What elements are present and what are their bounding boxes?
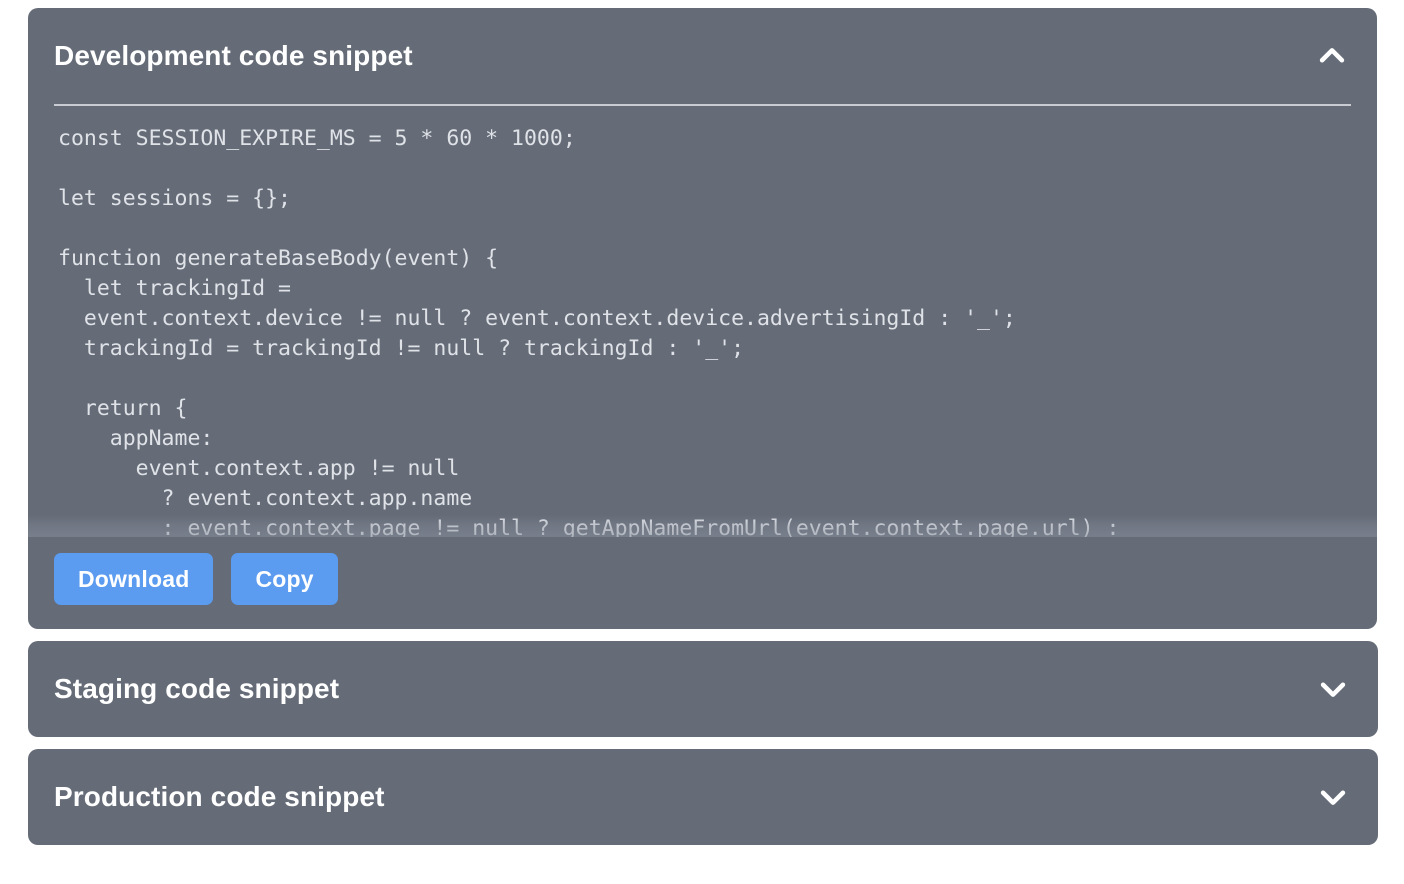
panel-staging: Staging code snippet [28,641,1378,737]
chevron-down-icon[interactable] [1316,780,1350,814]
panel-title-staging: Staging code snippet [54,672,340,704]
panel-divider-development [54,104,1351,106]
panel-title-production: Production code snippet [54,780,385,812]
panel-header-development[interactable]: Development code snippet [28,8,1377,104]
code-block-development: const SESSION_EXPIRE_MS = 5 * 60 * 1000;… [58,126,1120,537]
code-snippet-accordion: Development code snippet const SESSION_E… [28,8,1378,857]
panel-header-staging[interactable]: Staging code snippet [28,641,1378,737]
chevron-down-icon[interactable] [1316,672,1350,706]
panel-development: Development code snippet const SESSION_E… [28,8,1377,629]
code-scroll-development[interactable]: const SESSION_EXPIRE_MS = 5 * 60 * 1000;… [28,106,1377,537]
panel-production: Production code snippet [28,749,1378,845]
panel-title-development: Development code snippet [54,39,413,71]
chevron-up-icon[interactable] [1315,39,1349,73]
copy-button[interactable]: Copy [231,553,338,605]
code-region-development: const SESSION_EXPIRE_MS = 5 * 60 * 1000;… [28,106,1377,537]
panel-actions-development: Download Copy [28,537,1377,629]
download-button[interactable]: Download [54,553,214,605]
panel-header-production[interactable]: Production code snippet [28,749,1378,845]
